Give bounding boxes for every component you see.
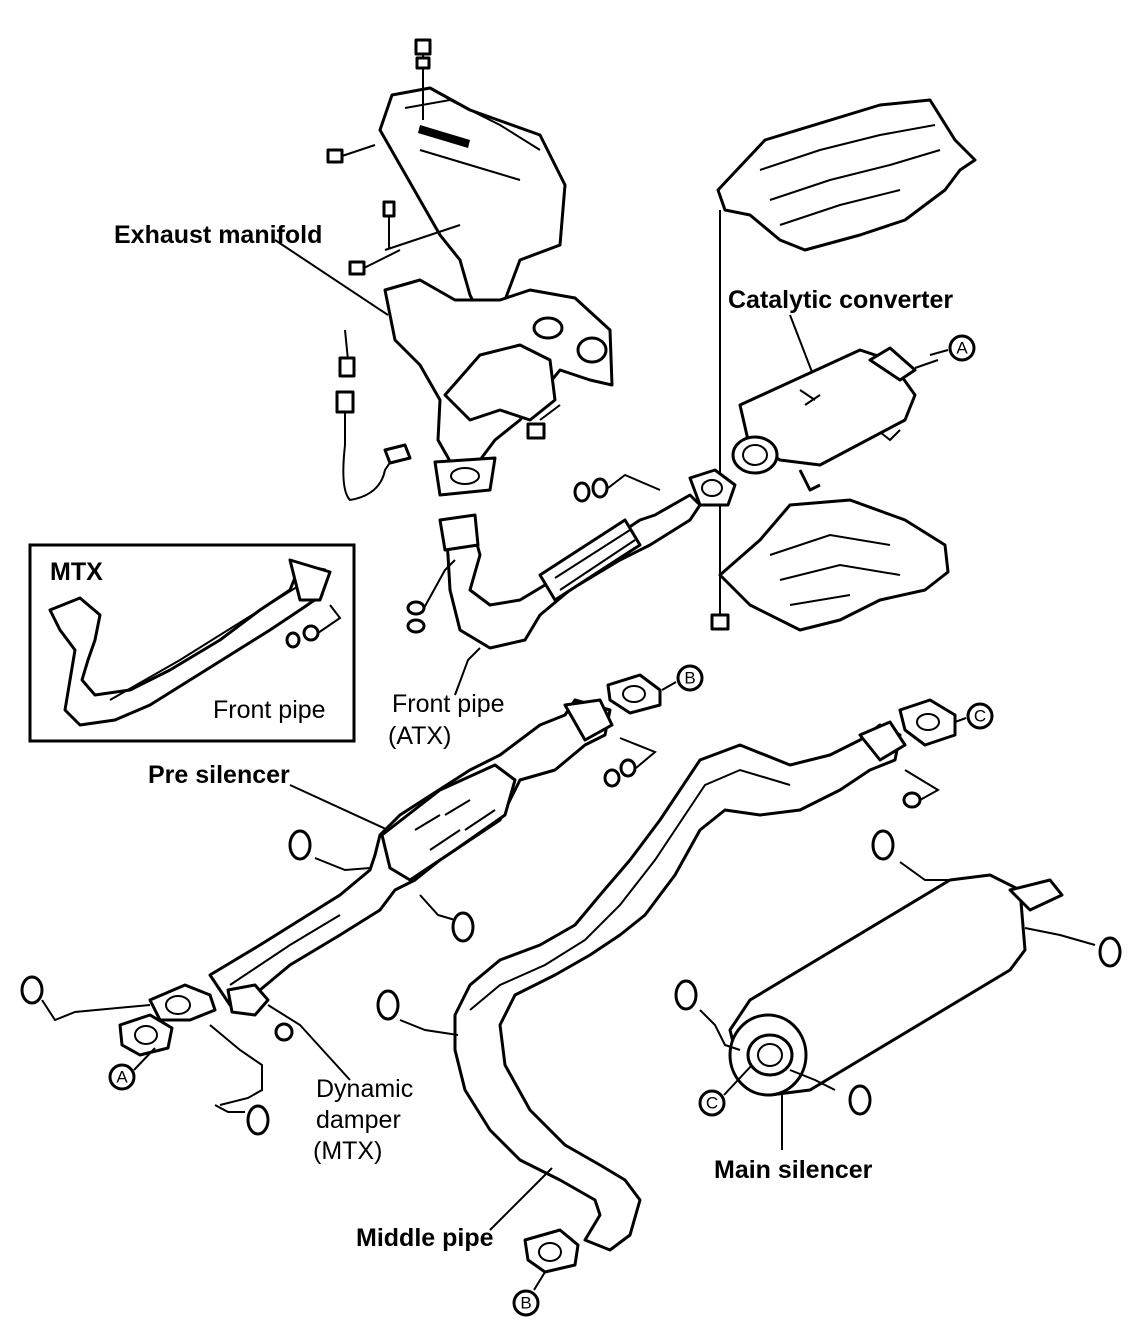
main-silencer-part xyxy=(699,861,1096,1097)
label-main-silencer: Main silencer xyxy=(714,1156,873,1184)
ref-marker-c-bottom: C xyxy=(698,1089,726,1117)
label-dynamic-damper-3: (MTX) xyxy=(313,1137,382,1165)
bolt-left xyxy=(326,144,376,164)
label-dynamic-damper-2: damper xyxy=(316,1106,401,1134)
hanger-rubber-6 xyxy=(871,829,895,861)
manifold-nut xyxy=(526,404,561,440)
ref-marker-b-top: B xyxy=(676,664,704,692)
leader-ref-b-top xyxy=(661,681,677,691)
label-catalytic-converter: Catalytic converter xyxy=(728,286,953,314)
svg-text:B: B xyxy=(520,1294,531,1313)
label-middle-pipe: Middle pipe xyxy=(356,1224,494,1252)
front-pipe-nuts xyxy=(573,473,661,503)
pre-silencer-nuts xyxy=(603,737,657,788)
leader-ref-c-bottom xyxy=(723,1064,753,1096)
ref-marker-a-bottom: A xyxy=(108,1063,136,1091)
pre-silencer-pipe-part xyxy=(208,698,614,1007)
label-front-pipe-atx-1: Front pipe xyxy=(392,690,505,718)
label-pre-silencer: Pre silencer xyxy=(148,761,290,789)
catalyst-lower-insulator xyxy=(718,498,950,632)
label-mtx-inset: MTX xyxy=(50,558,103,586)
hanger-rubber-9 xyxy=(848,1084,872,1116)
hanger-rubber-7 xyxy=(1098,936,1122,968)
svg-text:C: C xyxy=(706,1094,718,1113)
leader-middle-pipe xyxy=(489,1167,553,1231)
svg-text:A: A xyxy=(956,339,968,358)
catalytic-converter-part xyxy=(731,346,917,492)
leader-pre-silencer xyxy=(289,784,389,831)
hanger-rubber-3 xyxy=(20,975,151,1022)
leader-ref-a-top xyxy=(929,349,949,356)
label-inset-front-pipe: Front pipe xyxy=(213,696,326,724)
svg-text:C: C xyxy=(974,707,986,726)
gasket-b xyxy=(606,673,662,715)
front-pipe-lower-nuts xyxy=(406,559,456,634)
leader-dynamic-damper xyxy=(267,1004,351,1081)
hanger-rubber-4 xyxy=(214,1104,270,1136)
exhaust-manifold-part xyxy=(383,278,614,497)
leader-catalytic-converter xyxy=(789,314,813,373)
middle-pipe-nut xyxy=(902,769,940,809)
bracket-bolt xyxy=(348,200,461,276)
hanger-rubber-5 xyxy=(376,989,459,1036)
oxygen-sensor xyxy=(335,329,412,502)
label-front-pipe-atx-2: (ATX) xyxy=(388,722,451,750)
front-pipe-atx-part xyxy=(438,468,737,650)
label-exhaust-manifold: Exhaust manifold xyxy=(114,221,322,249)
ref-marker-c-top: C xyxy=(966,702,994,730)
converter-stud-a xyxy=(914,359,939,369)
middle-pipe-part xyxy=(453,720,907,1274)
insulator-bolt xyxy=(710,210,730,631)
inset-front-pipe-part xyxy=(48,558,342,727)
label-dynamic-damper-1: Dynamic xyxy=(316,1075,413,1103)
svg-text:B: B xyxy=(684,669,695,688)
leader-ref-b-bottom xyxy=(533,1271,546,1291)
leader-exhaust-manifold xyxy=(274,239,389,316)
upper-heat-insulator xyxy=(378,86,567,317)
svg-text:A: A xyxy=(116,1068,128,1087)
ref-marker-a-top: A xyxy=(948,334,976,362)
leader-ref-a-bottom xyxy=(133,1047,156,1071)
dynamic-damper-part xyxy=(209,983,294,1106)
bolt-top xyxy=(414,38,432,120)
catalyst-upper-insulator xyxy=(716,98,977,252)
hanger-rubber-8 xyxy=(674,979,698,1011)
ref-marker-b-bottom: B xyxy=(512,1289,540,1317)
leader-ref-c-top xyxy=(954,717,967,723)
gasket-c xyxy=(898,698,957,747)
hanger-rubber-2 xyxy=(419,894,475,943)
leader-front-pipe-atx xyxy=(454,647,481,696)
hanger-rubber-1 xyxy=(288,829,371,872)
front-flange-a xyxy=(118,983,217,1057)
